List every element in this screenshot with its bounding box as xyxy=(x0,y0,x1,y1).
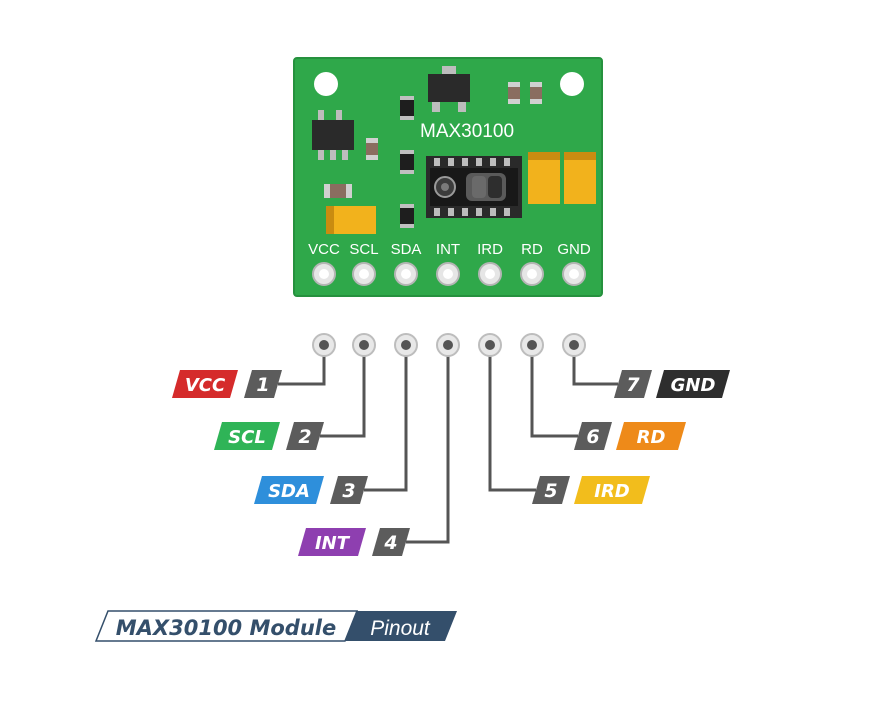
connector-line-7 xyxy=(572,345,618,386)
pin-name-gnd: GND xyxy=(671,375,716,396)
pin-name-box-gnd xyxy=(656,370,730,398)
pin-number-box-6 xyxy=(574,422,612,450)
pin-number-6: 6 xyxy=(586,426,599,448)
smd-resistors-top xyxy=(508,82,542,104)
footer-banner: MAX30100 Module Pinout xyxy=(94,610,457,642)
board-pin-hole-center xyxy=(443,269,453,279)
tantalum-capacitor-right-1 xyxy=(528,152,560,204)
pin-hole-center xyxy=(443,340,453,350)
pin-number-7: 7 xyxy=(626,374,640,396)
connector-line-5 xyxy=(488,345,536,492)
tantalum-capacitor-left xyxy=(326,206,376,234)
pin-number-1: 1 xyxy=(256,374,269,396)
board-pin-hole-center xyxy=(527,269,537,279)
connector-line-3 xyxy=(364,345,408,492)
pinout-callouts: 1 VCC 2 SCL 3 SDA 4 INT 5 IRD 6 RD 7 GND xyxy=(172,333,730,556)
board-pin-holes xyxy=(312,262,586,286)
pin-number-5: 5 xyxy=(544,480,557,502)
pin-number-3: 3 xyxy=(342,480,355,502)
footer-title: MAX30100 Module xyxy=(116,616,336,640)
chip-label: MAX30100 xyxy=(420,121,514,142)
board-pin-hole-center xyxy=(569,269,579,279)
regulator-sot23 xyxy=(312,110,354,160)
pin-hole-center xyxy=(359,340,369,350)
pin-number-2: 2 xyxy=(298,426,311,448)
smd-resistor-left xyxy=(366,138,378,160)
pin-number-box-2 xyxy=(286,422,324,450)
pin-name-box-sda xyxy=(254,476,324,504)
board-pin-label-scl: SCL xyxy=(349,241,378,258)
pin-number-box-7 xyxy=(614,370,652,398)
tantalum-capacitor-right-2 xyxy=(564,152,596,204)
board-pin-label-vcc: VCC xyxy=(308,241,340,258)
pin-hole-center xyxy=(485,340,495,350)
footer-subtitle-box xyxy=(345,611,457,641)
pin-name-box-vcc xyxy=(172,370,238,398)
board-pin-label-ird: IRD xyxy=(477,241,503,258)
pin-name-rd: RD xyxy=(637,427,666,448)
mounting-hole-left xyxy=(314,72,338,96)
pin-hole-center xyxy=(569,340,579,350)
board-pin-hole-center xyxy=(319,269,329,279)
smd-capacitor-left xyxy=(324,184,352,198)
regulator-chip xyxy=(428,66,470,112)
board-pin-label-sda: SDA xyxy=(391,241,422,258)
board-pin-hole-center xyxy=(359,269,369,279)
board-pin-label-rd: RD xyxy=(521,241,543,258)
connector-line-6 xyxy=(530,345,578,438)
pin-number-box-3 xyxy=(330,476,368,504)
pin-name-box-int xyxy=(298,528,366,556)
board-pin-hole-center xyxy=(485,269,495,279)
pin-number-box-4 xyxy=(372,528,410,556)
pin-name-box-rd xyxy=(616,422,686,450)
pin-name-scl: SCL xyxy=(228,427,266,448)
pcb-board: MAX30100 VCC SCL SDA INT IRD RD GND xyxy=(293,57,603,297)
smd-column xyxy=(400,96,414,228)
footer-subtitle: Pinout xyxy=(370,617,431,640)
pin-name-vcc: VCC xyxy=(185,375,226,396)
pin-hole-center xyxy=(527,340,537,350)
pin-number-box-5 xyxy=(532,476,570,504)
max30100-sensor xyxy=(426,156,522,218)
pin-name-box-ird xyxy=(574,476,650,504)
pin-name-int: INT xyxy=(315,533,351,554)
board-pin-label-gnd: GND xyxy=(557,241,591,258)
board-pin-label-int: INT xyxy=(436,241,460,258)
connector-line-4 xyxy=(406,345,450,544)
connector-line-1 xyxy=(278,345,326,386)
pin-hole-center xyxy=(319,340,329,350)
pin-name-sda: SDA xyxy=(268,481,310,502)
board-pin-hole-center xyxy=(401,269,411,279)
pin-name-ird: IRD xyxy=(594,481,630,502)
mounting-hole-right xyxy=(560,72,584,96)
pin-name-box-scl xyxy=(214,422,280,450)
pin-hole-center xyxy=(401,340,411,350)
connector-line-2 xyxy=(320,345,366,438)
pin-number-4: 4 xyxy=(383,532,397,554)
board-pin-labels: VCC SCL SDA INT IRD RD GND xyxy=(308,241,591,258)
pin-number-box-1 xyxy=(244,370,282,398)
